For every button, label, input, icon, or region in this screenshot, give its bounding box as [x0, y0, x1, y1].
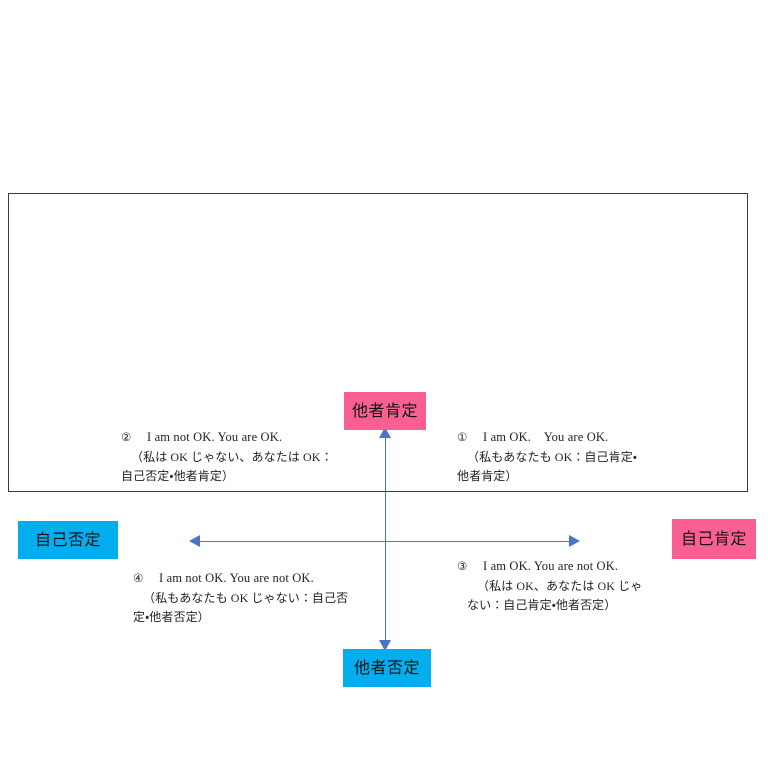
- quadrant-3-block: ③ I am OK. You are not OK. （私は OK、あなたは OK…: [457, 557, 642, 615]
- quadrant-1-headline: I am OK. You are OK.: [483, 430, 609, 444]
- axis-label-self-negative-text: 自己否定: [34, 530, 101, 549]
- arrow-left-icon: [189, 535, 200, 547]
- quadrant-2-subline-2: 自己否定・他者肯定）: [121, 468, 235, 483]
- figure-frame: 他者肯定 他者否定 自己否定 自己肯定 ② I am not OK. You ar…: [8, 193, 756, 687]
- quadrant-4-subline-2: 定・他者否定）: [133, 609, 210, 624]
- axis-label-self-negative: 自己否定: [18, 521, 118, 559]
- axis-label-self-positive: 自己肯定: [672, 519, 756, 559]
- quadrant-1-subline-1: （私もあなたも OK：自己肯定・: [467, 449, 638, 464]
- quadrant-3-subline-2: ない：自己肯定・他者否定）: [467, 597, 617, 612]
- quadrant-2-block: ② I am not OK. You are OK. （私は OK じゃない、あな…: [121, 428, 333, 486]
- quadrant-3-subline-1: （私は OK、あなたは OK じゃ: [477, 578, 643, 593]
- axis-label-others-negative-text: 他者否定: [353, 658, 420, 677]
- axis-label-self-positive-text: 自己肯定: [680, 529, 747, 548]
- arrow-down-icon: [379, 640, 391, 651]
- quadrant-4-headline-row: ④ I am not OK. You are not OK.: [133, 569, 348, 589]
- quadrant-4-block: ④ I am not OK. You are not OK. （私もあなたも OK…: [133, 569, 348, 627]
- quadrant-1-marker: ①: [457, 432, 468, 444]
- quadrant-4-headline: I am not OK. You are not OK.: [159, 571, 314, 585]
- axis-label-others-positive: 他者肯定: [344, 392, 426, 430]
- quadrant-1-subline-2: 他者肯定）: [457, 468, 518, 483]
- quadrant-2-subline-1: （私は OK じゃない、あなたは OK：: [131, 449, 333, 464]
- quadrant-2-marker: ②: [121, 432, 132, 444]
- quadrant-2-headline-row: ② I am not OK. You are OK.: [121, 428, 333, 448]
- quadrant-4-subline-1: （私もあなたも OK じゃない：自己否: [143, 590, 349, 605]
- quadrant-1-block: ① I am OK. You are OK. （私もあなたも OK：自己肯定・ 他…: [457, 428, 637, 486]
- arrow-up-icon: [379, 427, 391, 438]
- axis-label-others-positive-text: 他者肯定: [351, 401, 418, 420]
- axis-label-others-negative: 他者否定: [343, 649, 431, 687]
- quadrant-1-headline-row: ① I am OK. You are OK.: [457, 428, 637, 448]
- arrow-right-icon: [569, 535, 580, 547]
- quadrant-3-marker: ③: [457, 561, 468, 573]
- quadrant-3-headline: I am OK. You are not OK.: [483, 559, 619, 573]
- quadrant-2-headline: I am not OK. You are OK.: [147, 430, 283, 444]
- quadrant-3-headline-row: ③ I am OK. You are not OK.: [457, 557, 642, 577]
- vertical-axis-line: [384, 437, 387, 642]
- quadrant-4-marker: ④: [133, 573, 144, 585]
